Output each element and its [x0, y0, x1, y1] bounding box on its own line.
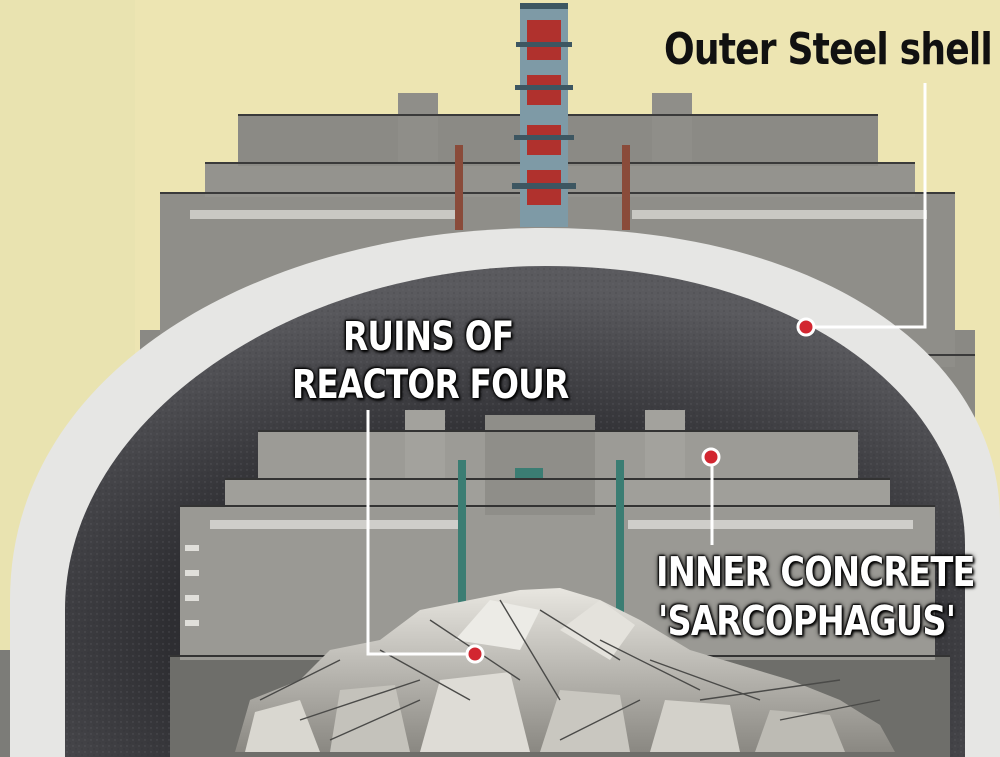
ruins-marker [465, 644, 485, 664]
ventilation-chimney [512, 3, 576, 227]
inner-concrete-marker [701, 447, 721, 467]
inner-concrete-label-line1: INNER CONCRETE [656, 548, 976, 596]
outer-shell-marker [796, 317, 816, 337]
outer-shell-callout-line [807, 83, 927, 329]
ruins-label-line1: RUINS OF [343, 314, 514, 360]
outer-shell-label: Outer Steel shell [664, 24, 993, 75]
ruins-callout-line [366, 410, 472, 656]
inner-concrete-label-line2: 'SARCOPHAGUS' [658, 597, 956, 645]
reactor-ruins-rubble [235, 588, 895, 752]
callout-lines [366, 83, 927, 656]
ruins-label-line2: REACTOR FOUR [292, 362, 569, 408]
